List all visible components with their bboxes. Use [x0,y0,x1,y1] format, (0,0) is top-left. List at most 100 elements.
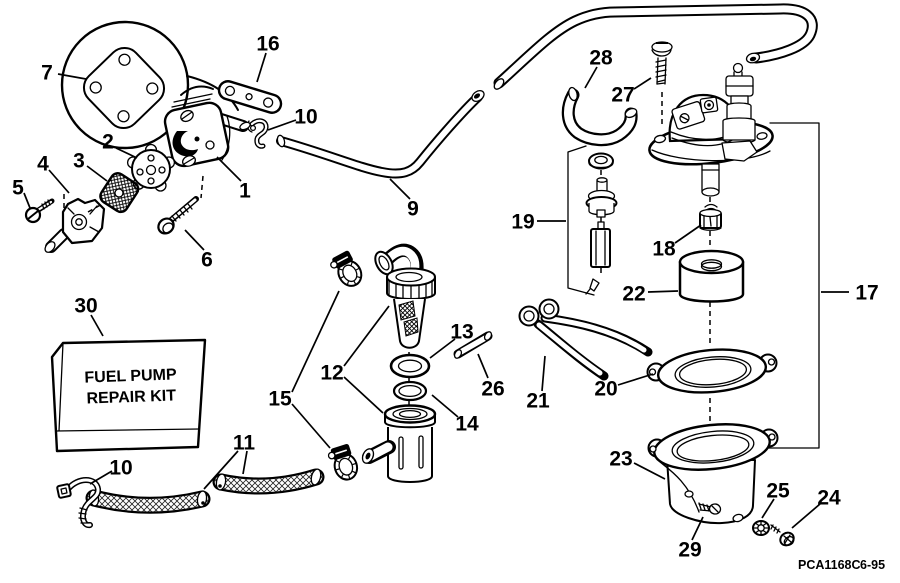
callout-leader-12 [343,305,390,367]
callout-18: 18 [652,238,676,261]
part-13-o-ring [389,353,431,379]
part-16-bracket-plate [217,80,283,114]
callout-14: 14 [455,413,479,436]
callout-17: 17 [855,282,878,305]
callout-leader-6 [184,229,205,251]
callout-22: 22 [622,283,645,306]
callout-3: 3 [73,150,85,173]
part-fuel-pump-assembly [648,62,820,449]
part-19-kit-group [567,145,618,296]
callout-leader-30 [90,314,104,337]
part-17-bracket-line [767,122,820,449]
callout-30: 30 [74,295,97,318]
callout-2: 2 [102,131,114,154]
callout-leader-4 [48,169,70,194]
callout-23: 23 [609,448,632,471]
part-3-filter-screen [99,172,140,214]
callout-20: 20 [594,378,617,401]
callout-leader-3 [86,165,108,182]
part-22-cup [678,249,745,303]
callout-leader-5 [23,192,31,209]
callout-9: 9 [407,198,419,221]
part-10-spring-clip-top [246,118,269,149]
callout-leader-1 [216,156,242,182]
callout-13: 13 [450,321,473,344]
figure-code: PCA1168C [798,558,861,572]
upper-fuel-hose [493,3,818,90]
figure-date: 6-95 [860,558,885,572]
callout-leader-14 [431,394,459,418]
part-9-fuel-hose [276,90,485,179]
callout-leader-15 [291,290,340,393]
callout-leader-13 [429,338,456,359]
callout-leader-29 [691,516,704,541]
callout-leader-10 [267,119,297,131]
part-23-base-cup [647,423,779,525]
callout-16: 16 [256,33,279,56]
callout-5: 5 [12,177,24,200]
part-6-screw [157,196,199,235]
callout-leader-20 [617,373,654,386]
callout-leader-10 [89,470,113,485]
callout-10: 10 [109,457,132,480]
part-20-gasket [646,348,778,394]
callout-leader-25 [761,498,775,519]
kit-box-text-line1: FUEL PUMP [84,366,177,386]
part-15-hose-clamp-top [327,248,367,292]
callout-7: 7 [41,62,53,85]
part-26-tube [453,331,493,359]
callout-15: 15 [268,388,292,411]
part-5-screw [24,198,55,224]
callout-24: 24 [817,487,841,510]
callout-6: 6 [201,249,213,272]
part-10-cable-tie [56,477,101,529]
callout-4: 4 [37,153,49,176]
callout-leader-2 [115,147,138,159]
callout-leader-15 [291,403,331,449]
callout-1: 1 [239,180,251,203]
callout-leader-22 [647,290,679,293]
callout-leader-26 [477,353,489,379]
callout-25: 25 [766,480,790,503]
callout-leader-9 [389,178,411,200]
callout-28: 28 [589,47,613,70]
part-25-lock-washer [752,520,770,536]
part-12-filter-assembly [361,243,437,483]
callout-leader-23 [633,462,666,480]
part-15-hose-clamp-bottom [325,442,362,485]
callout-11: 11 [233,432,256,455]
callout-leader-18 [674,224,702,244]
callout-leader-27 [633,77,652,90]
callout-leader-7 [57,73,87,80]
part-1-fuel-pump [163,85,251,199]
callout-leader-11 [242,450,248,475]
part-27-screw [651,41,673,126]
part-7-gasket-detail-circle [60,20,239,150]
callout-leader-12 [343,376,384,414]
callout-leader-16 [256,52,267,83]
callout-12: 12 [320,362,343,385]
part-2-gasket [126,143,176,192]
part-24-screw [770,524,795,547]
callout-21: 21 [526,390,550,413]
callout-29: 29 [678,539,701,562]
part-4-pump-housing [44,194,106,253]
part-30-repair-kit-box: FUEL PUMP REPAIR KIT [50,338,207,453]
part-14-o-ring [392,380,428,402]
callout-leader-24 [791,503,821,529]
part-29-screw [698,502,722,515]
callout-leader-11 [203,450,239,490]
part-11-hoses [85,468,325,514]
kit-box-text-line2: REPAIR KIT [86,387,176,407]
callout-10: 10 [294,106,317,129]
callout-27: 27 [611,84,634,107]
part-18-check-valve [699,203,722,231]
callout-leader-21 [541,355,546,392]
callout-26: 26 [481,378,504,401]
callout-19: 19 [511,211,534,234]
part-21-fork-lever [518,298,653,381]
part-28-curved-hose [561,86,638,147]
